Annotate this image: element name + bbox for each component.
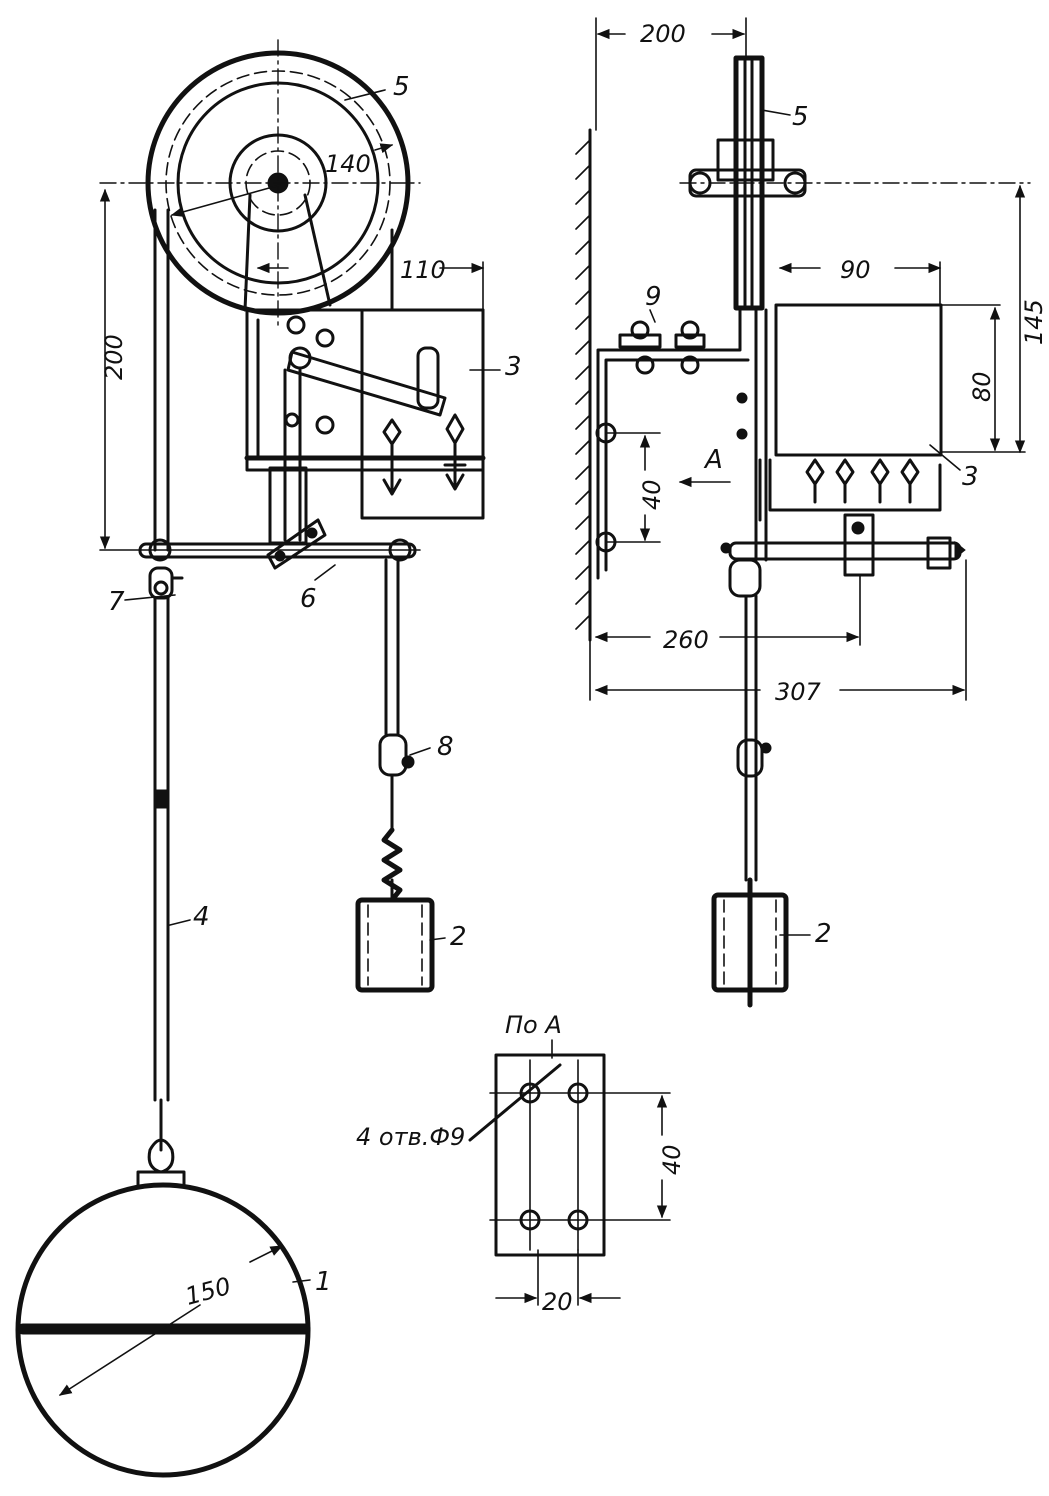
callout-6: 6 — [300, 584, 317, 614]
side-dimensions — [589, 17, 1026, 701]
wall-bracket — [595, 308, 750, 580]
pulley — [99, 39, 421, 552]
dim-260: 260 — [663, 626, 709, 654]
float-rod — [136, 566, 186, 1188]
counterweight — [355, 558, 435, 993]
beam-side — [720, 513, 966, 598]
labels: 5 3 4 7 6 8 2 1 5 9 3 2 A 140 110 200 15… — [100, 20, 1048, 1316]
callout-5-front: 5 — [393, 72, 410, 102]
dim-40-side: 40 — [638, 479, 666, 510]
dim-80: 80 — [968, 371, 996, 402]
dim-view-40: 40 — [658, 1144, 686, 1175]
dim-145: 145 — [1020, 299, 1048, 345]
callout-3-side: 3 — [962, 462, 979, 492]
dim-top-200: 200 — [640, 20, 686, 48]
dim-float-150: 150 — [182, 1272, 233, 1311]
callout-1: 1 — [315, 1267, 332, 1297]
front-view — [15, 39, 486, 1478]
dim-307: 307 — [775, 678, 822, 706]
view-arrow-a: A — [703, 445, 723, 475]
callout-5-side: 5 — [792, 102, 809, 132]
dim-box-110: 110 — [400, 256, 446, 284]
callout-2-side: 2 — [815, 919, 832, 949]
callout-3-front: 3 — [505, 352, 522, 382]
wall-hatching — [575, 128, 592, 642]
front-dimensions — [99, 143, 485, 550]
view-a — [468, 1039, 671, 1306]
callout-7: 7 — [108, 587, 125, 617]
callout-8: 8 — [437, 732, 454, 762]
dim-height-200: 200 — [100, 334, 128, 380]
callout-2-front: 2 — [450, 922, 467, 952]
dim-pulley-140: 140 — [325, 150, 371, 178]
dim-view-20: 20 — [542, 1288, 573, 1316]
rod-side — [711, 594, 789, 1008]
side-view — [575, 17, 1031, 1008]
balance-beam — [99, 538, 421, 562]
pulley-edge — [679, 55, 1031, 311]
switch-box — [244, 308, 486, 570]
callout-9: 9 — [645, 282, 662, 312]
switch-box-side — [736, 303, 943, 562]
callout-leaders — [124, 89, 961, 1283]
callout-4: 4 — [193, 902, 210, 932]
view-a-holes-note: 4 отв.Ф9 — [356, 1123, 465, 1151]
view-a-title: По А — [505, 1011, 562, 1039]
dim-90: 90 — [840, 256, 871, 284]
float-ball — [15, 1182, 311, 1478]
